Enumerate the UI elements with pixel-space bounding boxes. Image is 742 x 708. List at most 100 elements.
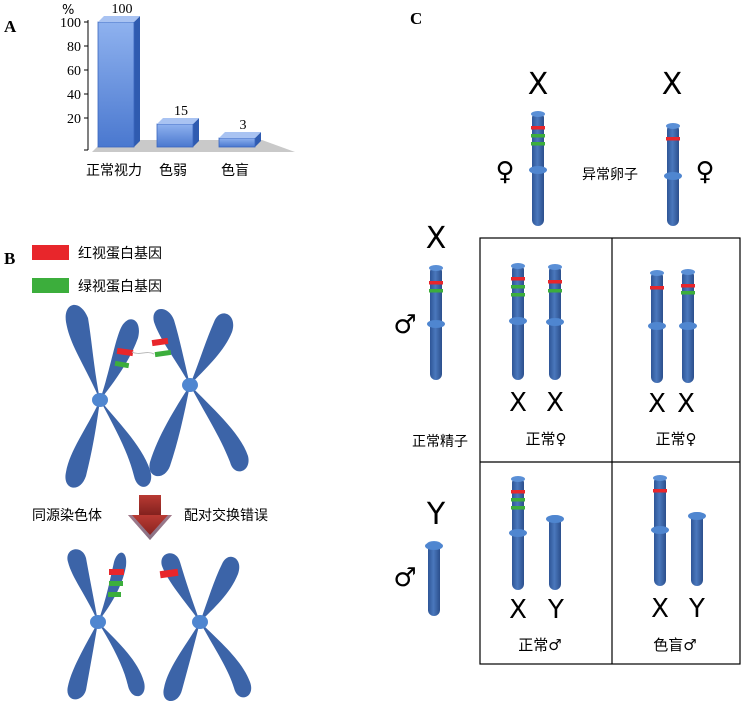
bar (218, 137, 256, 148)
bar-top (219, 132, 261, 138)
panel-b-label: B (4, 249, 15, 268)
red-gene-band (511, 277, 525, 281)
x-chromosome-left-lower (67, 549, 145, 700)
green-gene-band (108, 592, 121, 597)
red-gene-band (653, 489, 667, 493)
green-gene-band (511, 498, 525, 502)
centromere (427, 320, 445, 328)
abnormal-egg-label: 异常卵子 (582, 167, 638, 183)
pairing-exchange-error-label: 配对交换错误 (184, 507, 268, 524)
green-gene-band (531, 134, 545, 138)
red-gene-band (429, 281, 443, 285)
legend-red-swatch (32, 245, 69, 260)
bar-top (157, 118, 199, 124)
genotype-letter: X (651, 594, 669, 624)
sperm-y-chromosome (425, 541, 443, 616)
green-gene-band (429, 289, 443, 293)
homologous-chromosome-label: 同源染色体 (32, 507, 102, 524)
genotype-letter: X (546, 388, 564, 418)
green-gene-band (511, 285, 525, 289)
sperm-y-letter: Y (426, 497, 446, 532)
centromere (546, 515, 564, 523)
genotype-letter: X (509, 595, 527, 625)
y-axis-label: % (62, 3, 74, 18)
centromere (90, 615, 106, 629)
bar-side (134, 16, 140, 147)
female-symbol-1: ♀ (495, 157, 514, 187)
egg-chromosome-1 (529, 111, 547, 226)
legend-green-label: 绿视蛋白基因 (78, 278, 162, 295)
mispairing-link (131, 351, 155, 355)
panel-c: C X X ♀ 异常卵子 ♀ X ♂ 正常精子 Y ♂ X X 正常♀ X X (393, 9, 741, 665)
bar-top (98, 16, 140, 22)
sperm-x-letter: X (426, 221, 447, 256)
offspring-cell-3: X Y 正常♂ (509, 595, 564, 654)
phenotype-label: 正常♀ (526, 430, 567, 448)
bar-side (193, 118, 199, 147)
red-gene-band (109, 569, 124, 575)
chromosome-cap (511, 263, 525, 269)
chromosome-cap (650, 270, 664, 276)
y-tick-label: 20 (67, 112, 81, 127)
bar (97, 21, 135, 148)
centromere (529, 166, 547, 174)
male-symbol-1: ♂ (393, 310, 416, 340)
red-gene-band (548, 280, 562, 284)
red-gene-band (650, 286, 664, 290)
centromere (664, 172, 682, 180)
centromere (92, 393, 108, 407)
egg-x-letter-1: X (528, 67, 549, 102)
chromosome-cap (548, 264, 562, 270)
genotype-letter: X (509, 388, 527, 418)
category-label: 正常视力 (86, 163, 142, 179)
panel-c-label: C (410, 9, 422, 28)
sperm-chromosomes (425, 265, 445, 616)
centromere (509, 317, 527, 325)
green-gene-band (114, 360, 130, 369)
panel-a-label: A (4, 17, 17, 36)
x-chromosome-right-upper (149, 308, 249, 477)
category-label: 色盲 (221, 162, 249, 179)
bar-value-label: 3 (240, 118, 247, 133)
centromere (425, 542, 443, 550)
centromere (648, 322, 666, 330)
x-chromosome-right-lower (159, 553, 252, 702)
offspring-4-x-from-egg (651, 475, 669, 586)
centromere (679, 322, 697, 330)
phenotype-label: 正常♀ (656, 430, 697, 448)
chromosome-cap (531, 111, 545, 117)
red-gene-band (666, 137, 680, 141)
egg-chromosomes (529, 111, 682, 226)
bar-value-label: 15 (174, 104, 188, 119)
female-symbol-2: ♀ (695, 157, 714, 187)
offspring-1-x-from-sperm (546, 264, 564, 380)
y-tick-label: 60 (67, 64, 81, 79)
chromosome-cap (511, 476, 525, 482)
centromere (651, 526, 669, 534)
sperm-x-chromosome (427, 265, 445, 380)
legend-green-swatch (32, 278, 69, 293)
offspring-4-y-from-sperm (688, 512, 706, 586)
centromere (192, 615, 208, 629)
y-tick-label: 80 (67, 40, 81, 55)
male-symbol-2: ♂ (393, 563, 416, 593)
homologous-pair-before (65, 304, 249, 488)
chromosome-cap (681, 269, 695, 275)
y-tick-label: 40 (67, 88, 81, 103)
normal-sperm-label: 正常精子 (412, 434, 468, 450)
green-gene-band (511, 506, 525, 510)
bar (156, 123, 194, 148)
offspring-2-x-from-egg (648, 270, 666, 383)
offspring-3-y-from-sperm (546, 515, 564, 590)
category-label: 色弱 (159, 162, 187, 179)
red-gene-band (116, 347, 134, 357)
centromere (509, 529, 527, 537)
centromere (688, 512, 706, 520)
chromosome-cap (666, 123, 680, 129)
offspring-cell-1: X X 正常♀ (509, 388, 566, 448)
centromere (182, 378, 198, 392)
centromere (546, 318, 564, 326)
red-gene-band (531, 126, 545, 130)
